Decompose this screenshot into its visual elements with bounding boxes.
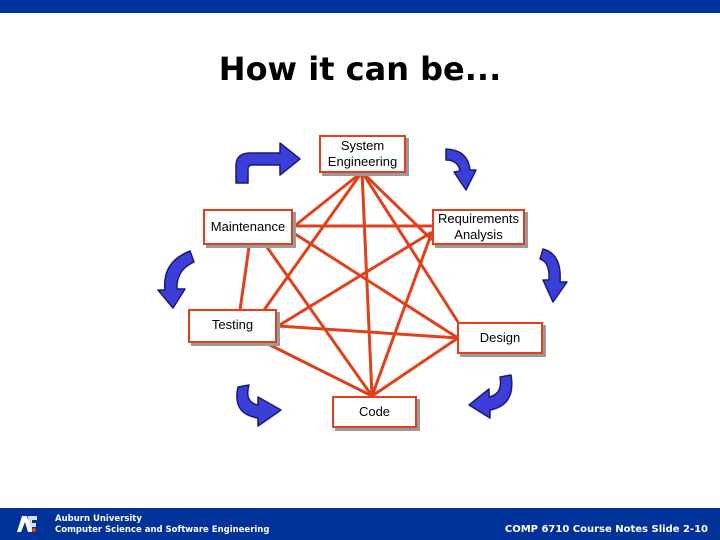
footer-university: Auburn University (55, 514, 142, 524)
slide-title: How it can be... (218, 50, 502, 88)
footer-bar: Auburn University Computer Science and S… (0, 508, 720, 540)
footer-affiliation: Auburn University Computer Science and S… (55, 514, 269, 536)
curved-arrow-icon (468, 374, 513, 419)
node-testing: Testing (188, 309, 277, 343)
node-maintenance: Maintenance (203, 209, 293, 245)
curved-arrow-icon (445, 148, 477, 191)
node-requirements-analysis: Requirements Analysis (432, 209, 525, 245)
auburn-logo-icon (14, 512, 40, 536)
curved-arrow-icon (235, 142, 301, 184)
curved-arrow-icon (236, 384, 282, 427)
node-code: Code (332, 396, 417, 428)
node-design: Design (457, 322, 543, 354)
node-system-engineering: System Engineering (319, 135, 406, 173)
curved-arrow-icon (539, 248, 568, 303)
top-bar (0, 0, 720, 13)
connector-lines (238, 170, 460, 398)
footer-department: Computer Science and Software Engineerin… (55, 525, 270, 535)
curved-arrow-icon (157, 250, 195, 309)
footer-slide-ref: COMP 6710 Course Notes Slide 2-10 (504, 524, 708, 535)
